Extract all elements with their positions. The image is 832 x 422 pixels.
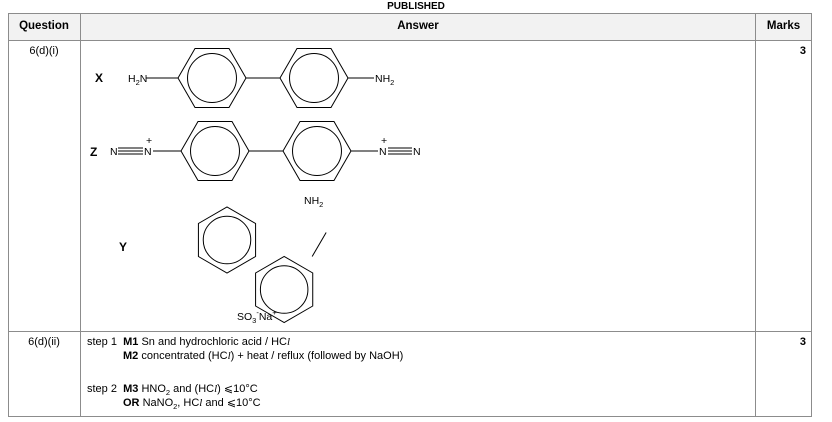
mark-code: M2 [123, 349, 139, 362]
y-ring-left-aromatic-circle [202, 215, 252, 265]
z-left-n-terminal: N [110, 146, 118, 158]
answer-step-2: step 2 M3 HNO2 and (HCl) ⩽10°C OR NaNO2,… [87, 383, 261, 410]
z-ring-2-aromatic-circle [292, 126, 342, 176]
marks-value: 3 [799, 336, 806, 348]
answer-text: and (HC [170, 383, 215, 395]
answer-text: ) + heat / reflux (followed by NaOH) [230, 349, 404, 362]
step-label: step 1 [87, 336, 117, 348]
row-divider [8, 331, 811, 332]
answer-text: and ⩽10°C [202, 396, 261, 409]
italic-l: l [199, 396, 203, 409]
x-left-group: H2N [128, 73, 147, 87]
answer-step-1: step 1 M1 Sn and hydrochloric acid / HCl… [87, 336, 403, 363]
z-ring-1-hexagon [180, 121, 250, 181]
answer-text: concentrated (HC [141, 349, 228, 362]
header-question: Question [19, 20, 69, 32]
italic-l: l [227, 349, 231, 362]
table-header-background [8, 13, 811, 40]
z-left-plus: + [146, 135, 152, 147]
y-ring-left-hexagon [197, 206, 257, 274]
x-ring-2-aromatic-circle [289, 53, 339, 103]
y-ring-right-hexagon [255, 255, 314, 324]
z-right-plus: + [381, 135, 387, 147]
header-divider [8, 40, 811, 41]
answer-text: , HC [177, 396, 200, 409]
x-right-group: NH2 [375, 73, 394, 87]
answer-text: Sn and hydrochloric acid / HC [141, 336, 287, 348]
question-number: 6(d)(i) [29, 45, 59, 57]
answer-text: ) ⩽10°C [217, 383, 258, 395]
y-sulfonate-group: SO3-Na+ [237, 308, 277, 325]
header-answer: Answer [397, 20, 439, 32]
z-ring-2-hexagon [282, 121, 352, 181]
structure-label-z: Z [90, 145, 98, 159]
structure-label-y: Y [119, 240, 128, 254]
column-divider-question [80, 13, 81, 417]
structure-label-x: X [95, 71, 104, 85]
answer-text: HNO [141, 383, 166, 395]
table-border-left [8, 13, 9, 417]
subscript: 2 [173, 401, 178, 411]
y-amino-group: NH2 [304, 195, 323, 209]
y-bond-amine [311, 232, 327, 257]
x-ring-2-hexagon [279, 48, 349, 108]
italic-l: l [214, 383, 218, 395]
z-right-n-charged: N [379, 146, 387, 158]
table-border-bottom [8, 416, 811, 417]
z-left-n-charged: N [144, 146, 152, 158]
x-ring-1-aromatic-circle [187, 53, 237, 103]
mark-code: OR [123, 396, 140, 409]
column-divider-marks [755, 13, 756, 417]
answer-text: NaNO [142, 396, 174, 409]
italic-l: l [286, 336, 291, 348]
x-ring-1-hexagon [177, 48, 247, 108]
header-marks: Marks [766, 20, 801, 32]
subscript: 2 [165, 388, 171, 398]
marks-value: 3 [799, 45, 806, 57]
step-label: step 2 [87, 383, 117, 395]
published-banner: PUBLISHED [387, 1, 445, 12]
z-ring-1-aromatic-circle [190, 126, 240, 176]
mark-code: M3 [123, 383, 139, 395]
table-border-top [8, 13, 811, 14]
table-border-right [811, 13, 812, 417]
y-ring-right-aromatic-circle [259, 265, 309, 314]
mark-code: M1 [123, 336, 139, 348]
question-number: 6(d)(ii) [28, 336, 60, 348]
z-right-n-terminal: N [413, 146, 421, 158]
